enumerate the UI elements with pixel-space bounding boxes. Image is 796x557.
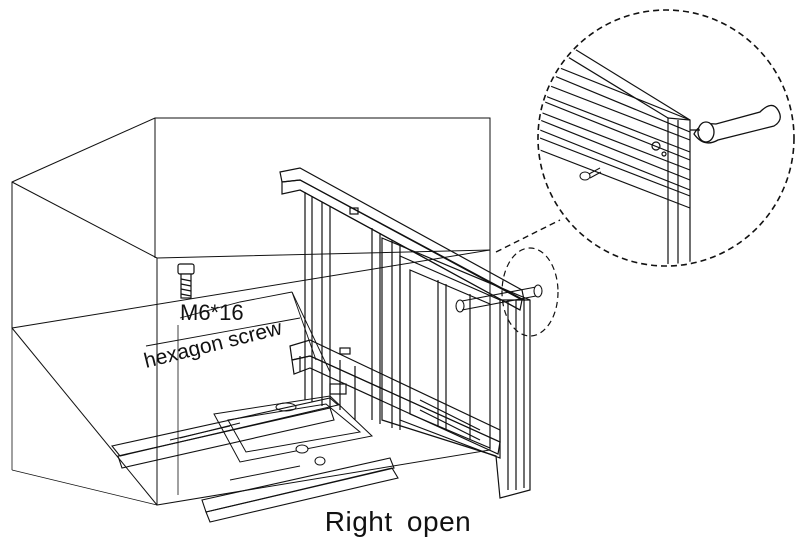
handle-knob-icon bbox=[690, 104, 781, 144]
detail-connector-line bbox=[495, 219, 561, 253]
hexagon-screw-icon bbox=[177, 263, 195, 299]
cabinet-inner-lines bbox=[11, 182, 179, 506]
cabinet-outline bbox=[11, 117, 491, 506]
frame-handle bbox=[455, 284, 543, 313]
diagram-caption: Right open bbox=[324, 506, 472, 537]
detail-highlight-circle bbox=[501, 247, 559, 337]
pullout-frame bbox=[279, 167, 531, 499]
mini-screw-icon bbox=[579, 167, 602, 181]
detail-zoom-circle bbox=[537, 9, 795, 267]
basket-tray bbox=[213, 395, 374, 481]
detail-zoom-content bbox=[540, 39, 691, 264]
bottom-slide-rails bbox=[111, 397, 399, 523]
